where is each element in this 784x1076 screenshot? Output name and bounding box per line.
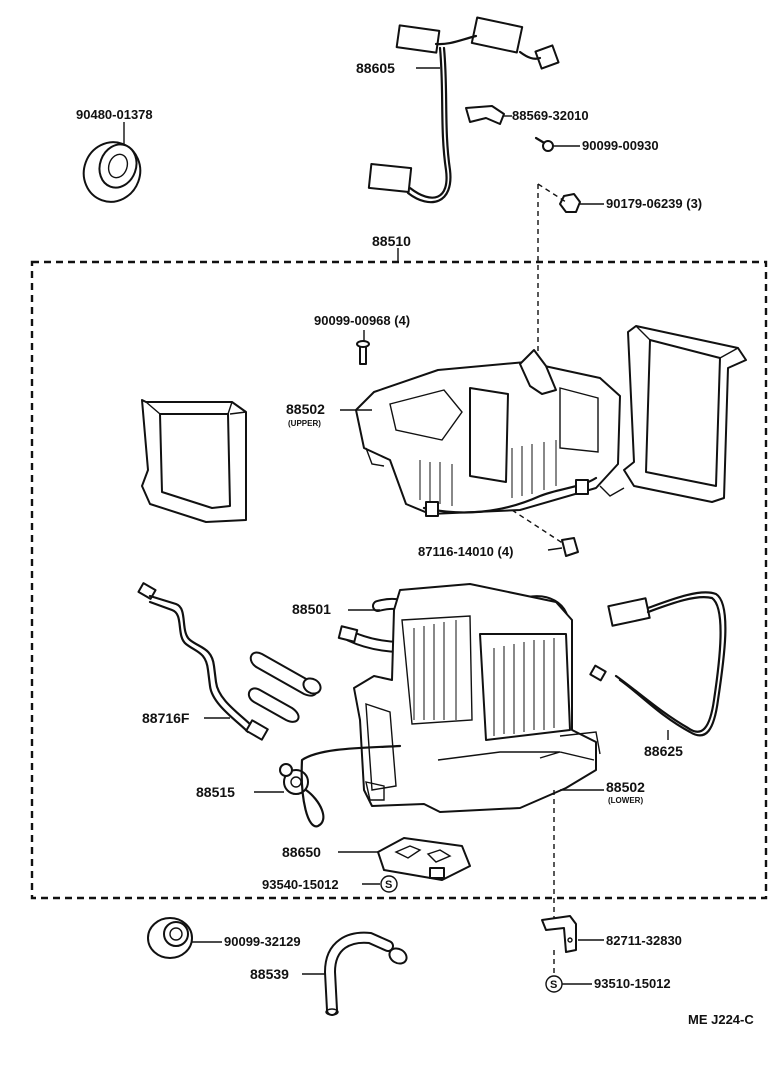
grommet-90480-icon [82,141,142,203]
label-90099-00930: 90099-00930 [582,138,659,153]
label-82711: 82711-32830 [606,933,682,948]
diagram-code: ME J224-C [688,1012,754,1027]
symbol-s-1-text: S [385,879,392,891]
wire-harness-88605 [367,16,560,204]
label-88625: 88625 [644,743,683,759]
wire-88625 [589,591,727,737]
leader-87116 [547,547,563,551]
seal-frame-right [623,325,747,503]
screw-90099-00930-icon [534,136,554,152]
assembly-88510-frame [30,260,768,900]
clip-87116-icon [561,537,579,557]
label-88502-lower: 88502 [606,779,645,795]
label-87116: 87116-14010 (4) [418,544,513,559]
label-93540: 93540-15012 [262,877,339,892]
dashed-line-clip [511,509,565,545]
label-88515: 88515 [196,784,235,800]
seal-frame-left [141,399,247,523]
switch-88515 [279,744,402,828]
label-88510: 88510 [372,233,411,249]
symbol-s-1 [380,875,398,893]
label-93510: 93510-15012 [594,976,671,991]
clamp-88569-icon [465,105,505,125]
nut-90179-icon [559,193,581,213]
upper-case-88502 [355,349,625,517]
bracket-82711-icon [541,915,577,953]
label-90480: 90480-01378 [76,107,153,122]
label-90179: 90179-06239 (3) [606,196,702,211]
dashed-line-nut-b [537,183,567,203]
label-88605: 88605 [356,60,395,76]
lower-case-88502 [353,583,601,813]
label-88539: 88539 [250,966,289,982]
label-88502-lower-sub: (LOWER) [608,796,643,805]
label-90099-00968: 90099-00968 (4) [314,313,410,328]
grommet-90099-32129-icon [147,917,193,959]
label-88650: 88650 [282,844,321,860]
screw-90099-00968-icon [356,340,370,365]
label-88569: 88569-32010 [512,108,589,123]
label-88502-upper-sub: (UPPER) [288,419,321,428]
thermistor-88716f [137,582,269,741]
label-88502-upper: 88502 [286,401,325,417]
label-88501: 88501 [292,601,331,617]
hose-88539 [324,931,408,1016]
label-88716f: 88716F [142,710,190,726]
symbol-s-2-text: S [550,979,557,991]
amplifier-88650 [377,837,471,881]
insulator-tubes [247,651,322,723]
label-90099-32129: 90099-32129 [224,934,301,949]
